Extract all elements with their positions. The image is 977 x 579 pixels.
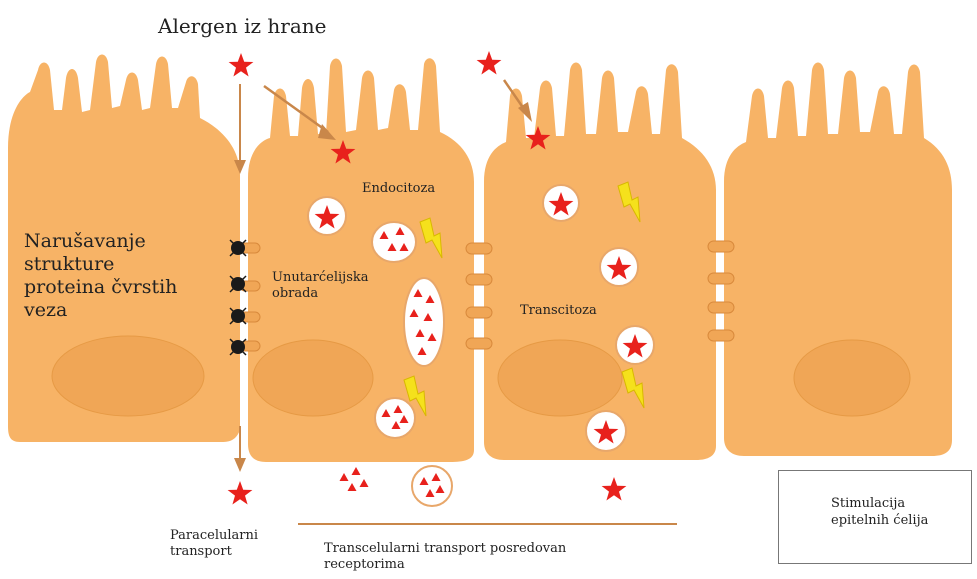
transcellular-line: receptorima [324,557,566,573]
intracellular-line: obrada [272,286,369,302]
intracellular-line: Unutarćelijska [272,270,369,286]
vesicle-fragments [412,466,452,506]
paracellular-transport-label: Paracelularni transport [170,528,258,560]
legend-box: Stimulacija epitelnih ćelija [778,470,972,564]
vesicle-allergen [308,197,346,235]
transcellular-transport-label: Transcelularni transport posredovan rece… [324,541,566,573]
paracellular-line: transport [170,544,258,560]
paracellular-arrow-top [234,84,246,174]
epithelial-cell-4 [724,63,952,457]
legend-line: epitelnih ćelija [831,512,928,529]
nucleus-2 [253,340,373,416]
tight-junction-line: proteina čvrstih [24,276,177,299]
allergen-star [477,51,502,75]
vesicle-allergen [616,326,654,364]
legend-line: Stimulacija [831,495,928,512]
nucleus-4 [794,340,910,416]
tight-junction-line: veza [24,299,177,322]
nucleus-1 [52,336,204,416]
allergen-star [602,477,627,501]
tight-junction-line: strukture [24,253,177,276]
title-label: Alergen iz hrane [158,14,327,38]
epithelial-cell-2 [248,58,474,462]
endocytosis-label: Endocitoza [362,181,435,197]
nucleus-3 [498,340,622,416]
vesicle-fragments [375,398,415,438]
paracellular-line: Paracelularni [170,528,258,544]
allergen-star [228,481,253,505]
transcellular-line: Transcelularni transport posredovan [324,541,566,557]
intracellular-processing-label: Unutarćelijska obrada [272,270,369,302]
tight-junction-line: Narušavanje [24,230,177,253]
vesicle-fragments [372,222,416,262]
free-fragments [340,467,369,491]
vesicle-allergen [543,185,579,221]
legend-text: Stimulacija epitelnih ćelija [831,495,928,529]
transcytosis-label: Transcitoza [520,303,597,319]
vesicle-allergen [586,411,626,451]
tight-junction-disruption-label: Narušavanje strukture proteina čvrstih v… [24,230,177,322]
vesicle-fragments [404,278,444,366]
allergen-star [229,53,254,77]
vesicle-allergen [600,248,638,286]
